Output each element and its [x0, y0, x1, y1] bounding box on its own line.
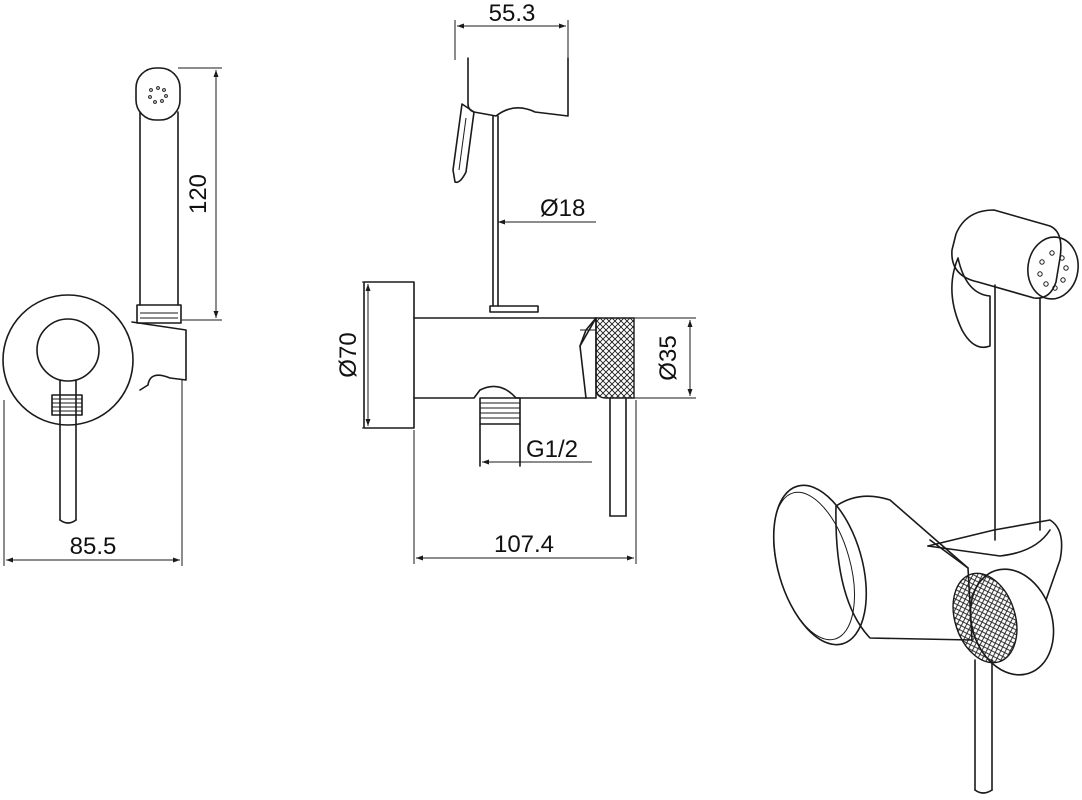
side-view: 55.3 Ø18 Ø70 Ø35 G1/2 107.4	[335, 0, 696, 564]
side-wall-plate	[363, 281, 415, 429]
iso-spray-dots	[1037, 250, 1069, 291]
dim-front-width: 85.5	[70, 533, 117, 560]
side-holder-block	[467, 57, 569, 117]
side-body	[413, 317, 597, 399]
iso-wall-plate	[772, 484, 868, 646]
side-knob-knurl	[595, 317, 635, 399]
dim-side-hose-diameter: Ø18	[540, 195, 585, 222]
front-view: 120 85.5	[2, 67, 222, 566]
dim-side-holder-width: 55.3	[489, 0, 536, 27]
isometric-view	[772, 209, 1079, 794]
front-thread	[51, 394, 83, 416]
iso-knob-knurl	[952, 572, 1018, 664]
front-holder	[131, 321, 187, 391]
front-spray-dots	[148, 86, 168, 104]
front-knob	[36, 318, 100, 382]
iso-shower-head	[951, 209, 1062, 299]
side-thread	[479, 397, 521, 425]
dim-front-height: 120	[185, 174, 212, 214]
dim-side-length: 107.4	[494, 531, 554, 558]
front-wall-plate	[2, 294, 134, 426]
dim-side-thread: G1/2	[526, 436, 578, 463]
front-shower-head	[135, 67, 181, 121]
iso-holder	[927, 519, 1063, 601]
dim-side-plate-diameter: Ø70	[335, 332, 362, 377]
dim-side-knob-diameter: Ø35	[655, 335, 682, 380]
side-handle-clip	[452, 103, 475, 184]
iso-body	[835, 495, 973, 641]
iso-knob-face	[969, 568, 1055, 676]
